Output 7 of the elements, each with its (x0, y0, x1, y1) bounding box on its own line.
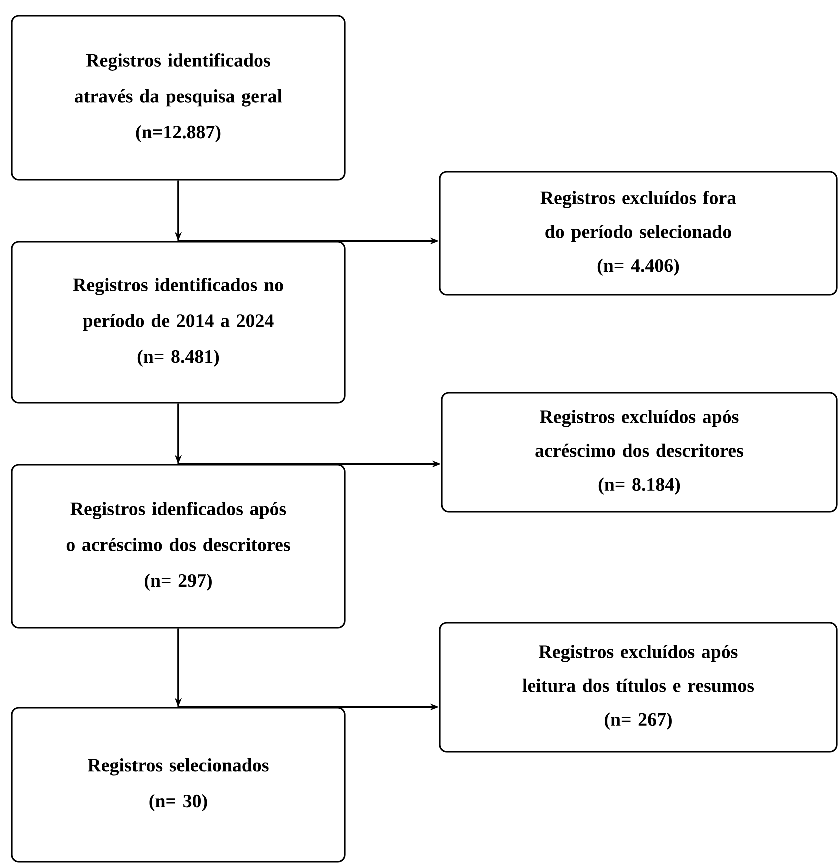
process-box: Registros excluídos fora do período selecionado (n= 4.406) (439, 171, 838, 296)
process-box: Registros excluídos após acréscimo dos descritores (n= 8.184) (441, 392, 838, 513)
process-box: Registros identificados através da pesquisa geral (n=12.887) (11, 15, 346, 181)
process-box: Registros excluídos após leitura dos títulos e resumos (n= 267) (439, 622, 838, 753)
process-box: Registros selecionados (n= 30) (11, 707, 346, 863)
process-box: Registros idenficados após o acréscimo dos descritores (n= 297) (11, 464, 346, 629)
process-box: Registros identificados no período de 2014 a 2024 (n= 8.481) (11, 241, 346, 404)
